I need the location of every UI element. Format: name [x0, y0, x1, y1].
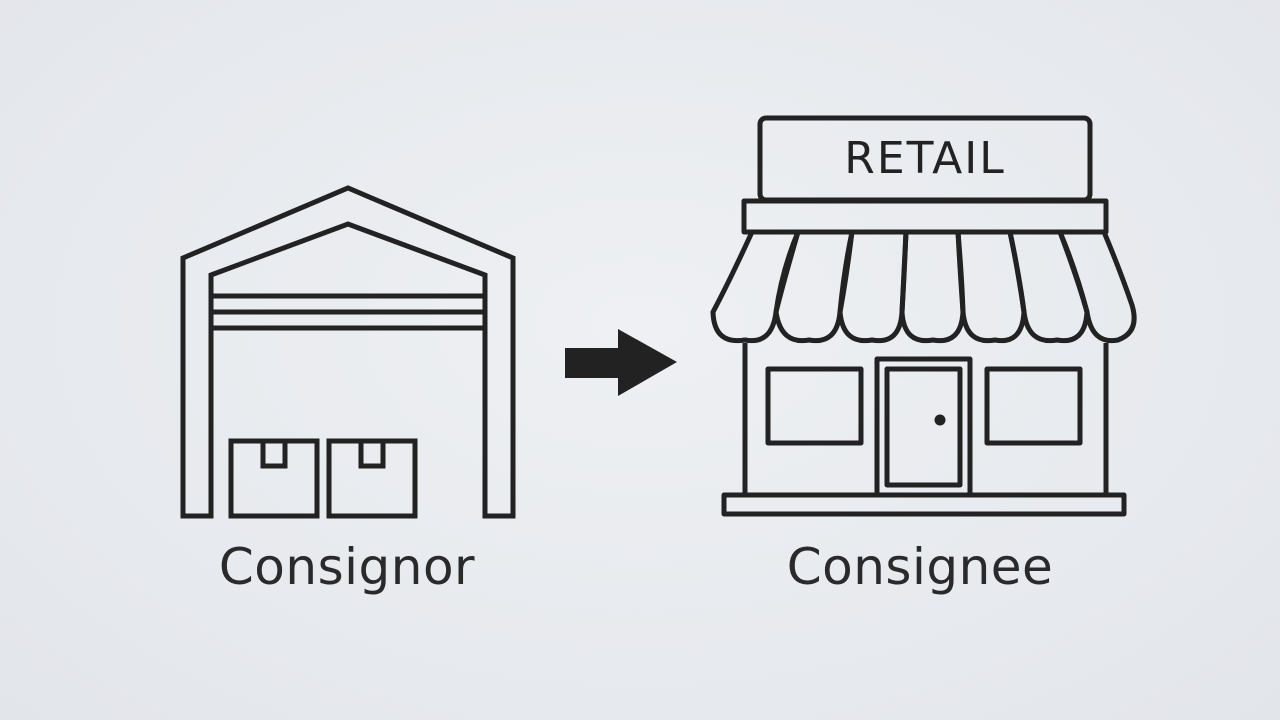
consignee-label: Consignee — [786, 538, 1054, 596]
store-door-frame — [874, 356, 973, 498]
store-window-right — [984, 366, 1083, 446]
cornice — [741, 198, 1109, 235]
arrow-right-icon — [565, 329, 677, 396]
box-right — [326, 438, 418, 519]
storefront-icon — [710, 115, 1137, 517]
store-window-left — [765, 366, 864, 446]
retail-sign-text: RETAIL — [844, 133, 1006, 184]
door-knob — [934, 414, 946, 426]
store-door — [884, 366, 963, 488]
store-base — [721, 492, 1127, 517]
box-left — [228, 438, 320, 519]
warehouse-icon — [180, 185, 516, 519]
consignor-label: Consignor — [218, 538, 476, 596]
